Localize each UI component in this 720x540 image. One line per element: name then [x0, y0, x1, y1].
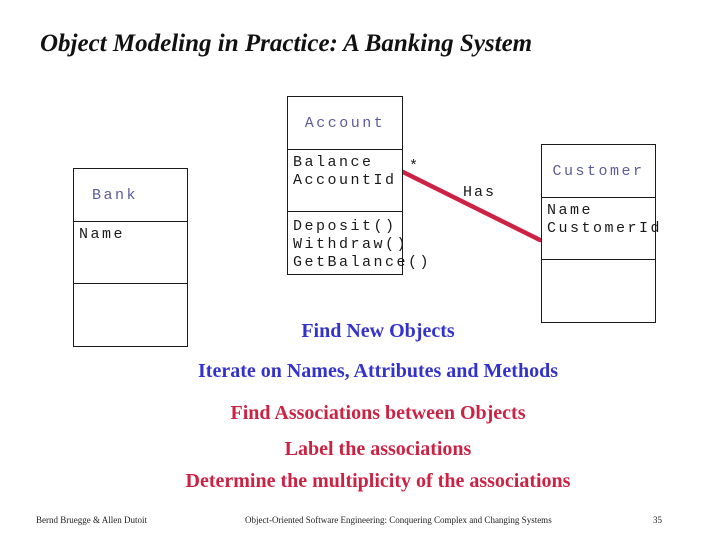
class-box-account: Account Balance AccountId Deposit() With… [287, 96, 432, 275]
class-name-account: Account [288, 97, 402, 150]
class-attribute: Balance [293, 154, 374, 171]
statement-find-associations: Find Associations between Objects [230, 402, 526, 424]
statement-find-new-objects: Find New Objects [301, 320, 455, 342]
statement-label-associations: Label the associations [284, 438, 472, 460]
class-attribute: Name [79, 226, 126, 243]
association-name-label: Has [463, 184, 497, 201]
class-method: Withdraw() [293, 236, 409, 253]
statement-list: Find New Objects Iterate on Names, Attri… [18, 0, 720, 540]
slide-title: Object Modeling in Practice: A Banking S… [40, 30, 533, 57]
statement-iterate: Iterate on Names, Attributes and Methods [198, 360, 558, 382]
class-method: GetBalance() [293, 254, 432, 271]
class-method: Deposit() [293, 218, 397, 235]
account-methods: Deposit() Withdraw() GetBalance() [288, 212, 432, 274]
customer-attributes: Name CustomerId [542, 198, 663, 260]
class-name-customer: Customer [542, 145, 655, 198]
multiplicity-label: * [409, 158, 421, 175]
class-attribute: Name [547, 202, 594, 219]
class-attribute: CustomerId [547, 220, 663, 237]
statement-multiplicity: Determine the multiplicity of the associ… [185, 470, 571, 492]
class-box-bank: Bank Name [73, 168, 188, 347]
class-attribute: AccountId [293, 172, 397, 189]
class-box-customer: Customer Name CustomerId [541, 144, 663, 323]
account-attributes: Balance AccountId [288, 150, 402, 212]
bank-attributes: Name [74, 222, 187, 284]
class-name-bank: Bank [74, 169, 187, 222]
